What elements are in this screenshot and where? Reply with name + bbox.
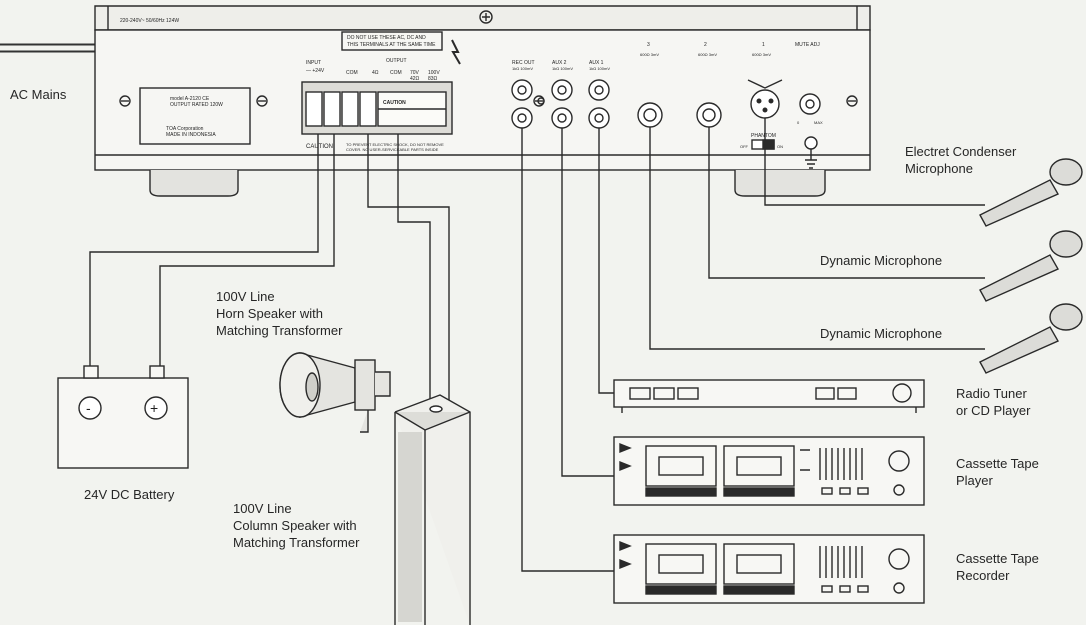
ac-mains-label: AC Mains xyxy=(10,87,67,102)
terminal-sublabel-4: 83Ω xyxy=(428,76,438,82)
dynamic-mic-1-label: Dynamic Microphone xyxy=(820,253,943,268)
knob-min: 0 xyxy=(797,120,800,125)
input-label: INPUT xyxy=(306,60,321,66)
input2-sub: 600Ω 3mV xyxy=(698,52,717,57)
aux1-label: AUX 1 xyxy=(589,60,604,66)
battery-label: 24V DC Battery xyxy=(84,487,175,502)
model-line-2: OUTPUT RATED 120W xyxy=(170,102,223,108)
input3-sub: 600Ω 3mV xyxy=(640,52,659,57)
caution-sticker: CAUTION xyxy=(383,100,406,106)
rec-out-sub: 1kΩ 100mV xyxy=(512,66,533,71)
caution-line-1: TO PREVENT ELECTRIC SHOCK, DO NOT REMOVE xyxy=(346,142,444,147)
electret-microphone xyxy=(979,158,1083,227)
rec-out-label: REC OUT xyxy=(512,60,535,66)
input3-label: 3 xyxy=(647,42,650,48)
radio-tuner-device xyxy=(613,379,925,413)
output-label: OUTPUT xyxy=(386,58,407,64)
wiring xyxy=(89,118,985,572)
terminal-label-4: 100V xyxy=(428,70,440,76)
aux2-label: AUX 2 xyxy=(552,60,567,66)
cassette-recorder-device xyxy=(613,534,925,604)
aux2-sub: 1kΩ 100mV xyxy=(552,66,573,71)
input1-sub: 600Ω 3mV xyxy=(752,52,771,57)
amplifier-panel-text: 220-240V~ 50/60Hz 124W DO NOT USE THESE … xyxy=(120,18,823,152)
phantom-off: OFF xyxy=(740,144,749,149)
warning-line-2: THIS TERMINALS AT THE SAME TIME xyxy=(347,42,436,48)
made-in-text: MADE IN INDONESIA xyxy=(166,132,216,138)
terminal-label-0: COM xyxy=(346,70,358,76)
knob-max: MAX xyxy=(814,120,823,125)
battery-device xyxy=(57,365,189,469)
terminal-label-2: COM xyxy=(390,70,402,76)
horn-speaker xyxy=(279,352,391,433)
caution-line-2: COVER. NO USER-SERVICEABLE PARTS INSIDE xyxy=(346,147,439,152)
maker-text: TOA Corporation xyxy=(166,126,204,132)
column-speaker xyxy=(394,394,471,625)
mute-adj-label: MUTE ADJ xyxy=(795,42,820,48)
dynamic-mic-2-label: Dynamic Microphone xyxy=(820,326,943,341)
terminal-label-1: 4Ω xyxy=(372,70,379,76)
warning-line-1: DO NOT USE THESE AC, DC AND xyxy=(347,35,426,41)
amplifier-rear-panel xyxy=(94,5,871,197)
cassette-player-device xyxy=(613,436,925,506)
terminal-sublabel-3: 42Ω xyxy=(410,76,420,82)
dynamic-microphone-2 xyxy=(979,303,1083,374)
phantom-label: PHANTOM xyxy=(751,133,776,139)
input1-label: 1 xyxy=(762,42,765,48)
input-voltage: — +24V xyxy=(306,68,325,74)
dynamic-microphone-1 xyxy=(979,230,1083,302)
battery-positive-symbol: + xyxy=(150,400,158,416)
caution-label: CAUTION xyxy=(306,144,333,150)
phantom-on: ON xyxy=(777,144,783,149)
aux1-sub: 1kΩ 100mV xyxy=(589,66,610,71)
battery-negative-symbol: - xyxy=(86,400,91,416)
model-line-1: model A-2120 CE xyxy=(170,96,210,102)
terminal-label-3: 70V xyxy=(410,70,420,76)
power-rating-text: 220-240V~ 50/60Hz 124W xyxy=(120,18,179,24)
input2-label: 2 xyxy=(704,42,707,48)
